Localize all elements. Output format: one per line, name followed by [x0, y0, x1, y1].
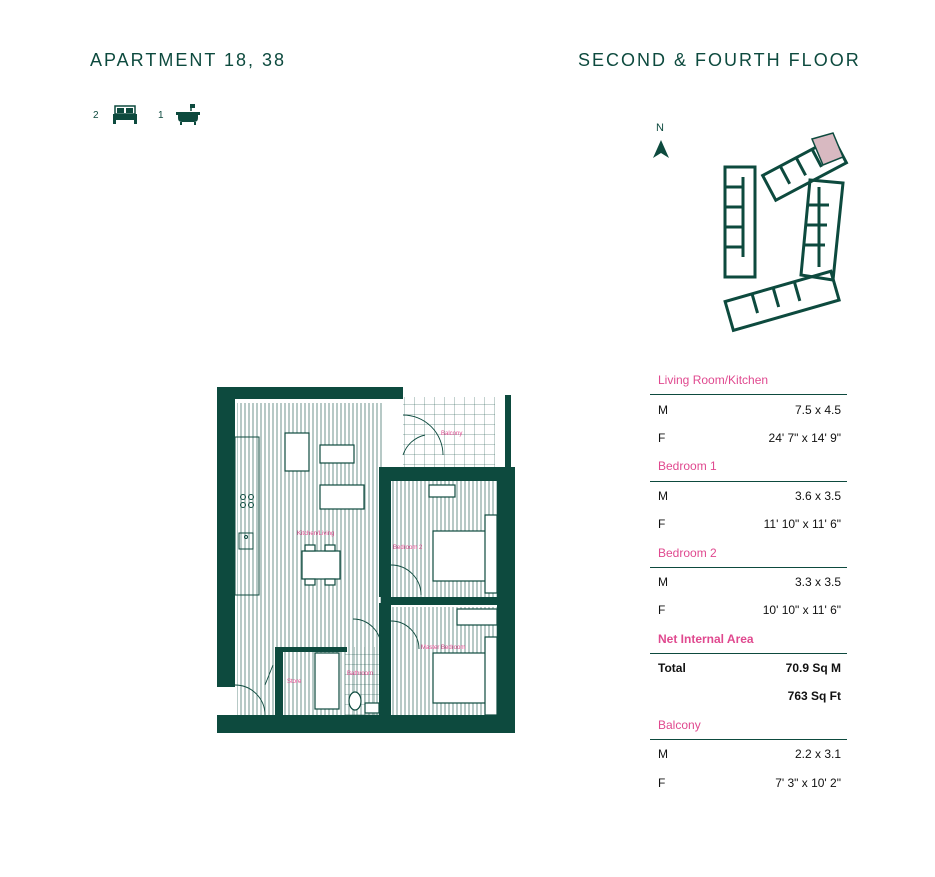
bedroom1-f-label: F	[658, 517, 666, 532]
section-balcony: Balcony	[650, 710, 847, 741]
balcony-m-value: 2.2 x 3.1	[794, 747, 841, 762]
floor-plan: Balcony Kitchen/Living Bedroom 2 Master …	[217, 387, 515, 733]
bedrooms-count: 2	[93, 110, 99, 121]
bedroom1-f-value: 11' 10" x 11' 6"	[763, 517, 841, 532]
bedroom2-m-value: 3.3 x 3.5	[794, 574, 841, 589]
north-label: N	[656, 122, 664, 134]
living-f-label: F	[658, 430, 666, 445]
bedroom2-f-label: F	[658, 603, 666, 618]
nia-total-ft-row: 763 Sq Ft	[650, 682, 847, 710]
floor-title: SECOND & FOURTH FLOOR	[578, 50, 861, 70]
room-label-bedroom2: Bedroom 2	[393, 545, 423, 551]
bedroom2-f-value: 10' 10" x 11' 6"	[762, 603, 841, 618]
north-arrow-icon	[653, 140, 669, 158]
living-m-row: M 7.5 x 4.5	[650, 395, 847, 424]
balcony-f-value: 7' 3" x 10' 2"	[775, 775, 841, 790]
bedroom2-m-row: M 3.3 x 3.5	[650, 567, 847, 596]
living-m-value: 7.5 x 4.5	[794, 402, 841, 417]
section-living: Living Room/Kitchen	[650, 366, 847, 396]
bedroom2-f-row: F 10' 10" x 11' 6"	[650, 596, 847, 624]
bath-icon	[176, 104, 200, 125]
section-title-nia: Net Internal Area	[650, 624, 847, 654]
section-bedroom1: Bedroom 1	[650, 452, 847, 482]
room-label-master-bedroom: Master Bedroom	[421, 645, 465, 651]
room-label-store: Store	[287, 679, 302, 685]
bedroom1-m-row: M 3.6 x 3.5	[650, 481, 847, 510]
nia-total-ft: 763 Sq Ft	[787, 689, 841, 704]
highlighted-unit	[810, 132, 844, 166]
nia-total-label: Total	[658, 661, 686, 676]
room-label-balcony: Balcony	[441, 431, 462, 437]
room-dimensions-table: Living Room/Kitchen M 7.5 x 4.5 F 24' 7"…	[650, 366, 847, 797]
bedroom1-f-row: F 11' 10" x 11' 6"	[650, 510, 847, 538]
living-f-value: 24' 7" x 14' 9"	[768, 430, 841, 445]
section-title-bedroom1: Bedroom 1	[650, 452, 847, 482]
apartment-title: APARTMENT 18, 38	[90, 50, 287, 70]
balcony-m-row: M 2.2 x 3.1	[650, 740, 847, 769]
living-m-label: M	[658, 402, 668, 417]
balcony-f-row: F 7' 3" x 10' 2"	[650, 768, 847, 796]
bedroom2-m-label: M	[658, 574, 668, 589]
section-nia: Net Internal Area	[650, 624, 847, 654]
nia-total-m: 70.9 Sq M	[785, 661, 841, 676]
section-title-living: Living Room/Kitchen	[650, 366, 847, 396]
nia-empty-cell	[650, 682, 711, 710]
balcony-m-label: M	[658, 747, 668, 762]
room-label-bathroom: Bathroom	[347, 671, 373, 677]
living-f-row: F 24' 7" x 14' 9"	[650, 424, 847, 452]
section-bedroom2: Bedroom 2	[650, 538, 847, 568]
bedroom1-m-value: 3.6 x 3.5	[794, 488, 841, 503]
balcony-f-label: F	[658, 775, 666, 790]
nia-total-row: Total 70.9 Sq M	[650, 653, 847, 682]
section-title-bedroom2: Bedroom 2	[650, 538, 847, 568]
bedroom1-m-label: M	[658, 488, 668, 503]
bed-icon	[113, 105, 137, 124]
room-label-kitchen-living: Kitchen/Living	[297, 531, 334, 537]
section-title-balcony: Balcony	[650, 710, 847, 741]
key-plan	[723, 132, 849, 333]
bathrooms-count: 1	[158, 110, 164, 121]
balcony-floor	[403, 397, 495, 467]
